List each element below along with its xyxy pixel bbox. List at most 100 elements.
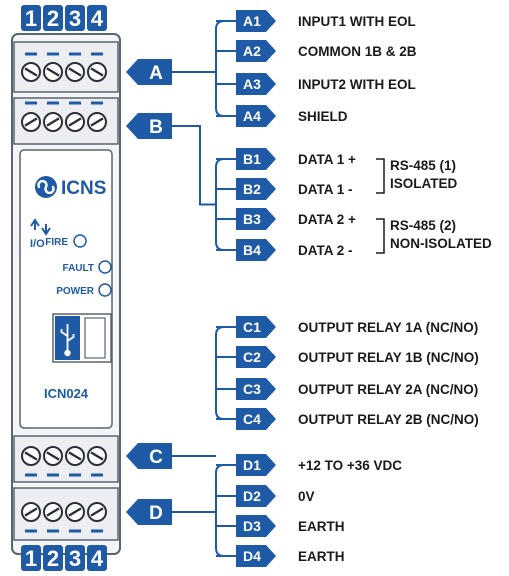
terminal-tag-text: A1 (243, 13, 261, 29)
terminal-number: 1 (25, 6, 37, 31)
terminal-tag-text: D2 (243, 488, 261, 504)
terminal-tag-a1: A1 (236, 10, 276, 32)
terminal-number: 4 (91, 6, 104, 31)
group-badge-a: A (126, 59, 172, 85)
terminal-label-d2: 0V (298, 489, 315, 504)
terminal-label-a3: INPUT2 WITH EOL (298, 77, 416, 92)
terminal-number-badge: 3 (65, 5, 85, 31)
terminal-tag-c2: C2 (236, 346, 276, 368)
group-badge-label: A (149, 63, 163, 84)
screw-terminal (21, 101, 41, 132)
model-number: ICN024 (44, 386, 89, 401)
usb-port (52, 313, 112, 363)
rs485-bracket-2: RS-485 (2) NON-ISOLATED (376, 218, 492, 254)
rs485-bracket-1: RS-485 (1) ISOLATED (376, 158, 458, 194)
screw-terminal (21, 446, 41, 477)
terminal-tag-c3: C3 (236, 378, 276, 400)
brand-name: ICNS (61, 178, 106, 199)
terminal-number-badge: 2 (43, 5, 63, 31)
terminal-number-badge: 4 (87, 545, 107, 571)
terminal-number: 4 (91, 546, 104, 571)
usb-icon (60, 324, 75, 357)
terminal-label-d1: +12 TO +36 VDC (298, 458, 402, 473)
group-badge-label: C (149, 447, 163, 468)
indicator-fire-led (73, 234, 87, 248)
rs485-1-line1: RS-485 (1) (390, 158, 456, 173)
terminal-tag-d2: D2 (236, 485, 276, 507)
terminal-number: 3 (69, 546, 81, 571)
connector-group-d (172, 464, 236, 557)
terminal-tag-text: B2 (243, 181, 261, 197)
screw-terminal (87, 446, 107, 477)
terminal-tag-text: B3 (243, 211, 261, 227)
terminal-number: 2 (47, 6, 59, 31)
screw-terminal (87, 101, 107, 132)
screw-terminal (65, 52, 85, 82)
rs485-2-line2: NON-ISOLATED (390, 236, 492, 251)
screw-row-d (21, 502, 107, 533)
screw-row-c (21, 446, 107, 477)
terminal-number-badge: 2 (43, 545, 63, 571)
screw-terminal (21, 52, 41, 82)
terminal-tag-d3: D3 (236, 515, 276, 537)
terminal-tag-b1: B1 (236, 148, 276, 170)
screw-terminal (43, 446, 63, 477)
terminal-label-b3: DATA 2 + (298, 212, 356, 227)
terminal-tag-text: A4 (243, 108, 261, 124)
terminal-label-a1: INPUT1 WITH EOL (298, 14, 416, 29)
terminal-block-d (13, 487, 119, 541)
group-arrows: A B C D (126, 59, 172, 525)
terminal-number: 3 (69, 6, 81, 31)
connector-group-c (172, 326, 236, 457)
screw-terminal (65, 446, 85, 477)
terminal-number-badge: 1 (21, 5, 41, 31)
terminal-tag-c1: C1 (236, 316, 276, 338)
group-badge-label: D (149, 503, 163, 524)
screw-terminal (43, 502, 63, 533)
screw-row-b (21, 101, 107, 132)
terminal-tag-text: C4 (243, 411, 261, 427)
front-panel: ICNS I/O FIRE FAULT POWER (19, 149, 113, 429)
terminal-tag-text: D3 (243, 518, 261, 534)
terminal-tag-d4: D4 (236, 545, 276, 567)
terminal-tag-text: B1 (243, 151, 261, 167)
terminal-number: 1 (25, 546, 37, 571)
screw-terminal (65, 502, 85, 533)
terminal-label-b1: DATA 1 + (298, 152, 356, 167)
screw-terminal (65, 101, 85, 132)
terminal-tag-text: A2 (243, 43, 261, 59)
terminal-tag-d1: D1 (236, 454, 276, 476)
terminal-label-c3: OUTPUT RELAY 2A (NC/NO) (298, 382, 478, 397)
terminal-label-c4: OUTPUT RELAY 2B (NC/NO) (298, 412, 479, 427)
indicator-fire-label: FIRE (45, 237, 68, 248)
group-badge-d: D (126, 499, 172, 525)
indicator-fault-label: FAULT (63, 263, 94, 274)
terminal-tag-text: C1 (243, 319, 261, 335)
brand-logo: ICNS (35, 176, 106, 199)
terminal-number-badge: 1 (21, 545, 41, 571)
indicator-fault: FAULT (63, 260, 112, 274)
group-badge-label: B (149, 117, 163, 138)
terminal-tag-a2: A2 (236, 40, 276, 62)
screw-row-a (21, 52, 107, 82)
terminal-tag-text: D4 (243, 548, 261, 564)
terminal-number: 2 (47, 546, 59, 571)
indicator-power-label: POWER (56, 286, 95, 297)
terminal-tag-a4: A4 (236, 105, 276, 127)
io-icon: I/O (30, 218, 51, 250)
terminal-block-b (13, 97, 119, 145)
terminal-tag-b4: B4 (236, 239, 276, 261)
terminal-label-b2: DATA 1 - (298, 182, 353, 197)
group-badge-b: B (126, 113, 172, 139)
terminal-tag-text: C2 (243, 349, 261, 365)
io-label: I/O (30, 238, 45, 250)
terminal-block-a (13, 41, 119, 93)
terminal-label-a4: SHIELD (298, 109, 348, 124)
connector-group-b (172, 125, 236, 251)
terminal-tag-b2: B2 (236, 178, 276, 200)
terminal-tag-text: B4 (243, 242, 261, 258)
terminal-label-c1: OUTPUT RELAY 1A (NC/NO) (298, 320, 478, 335)
